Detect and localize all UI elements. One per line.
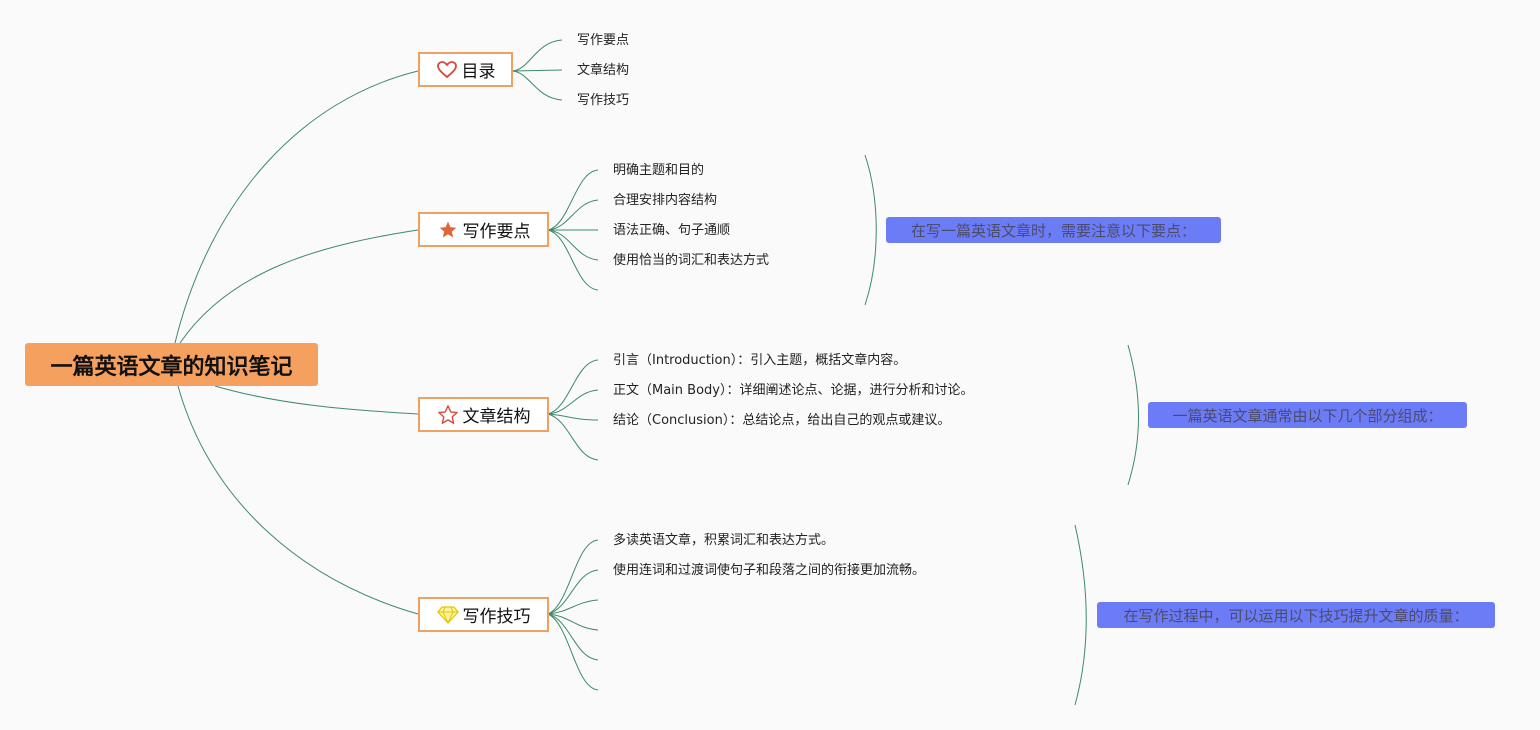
branch-node-toc[interactable]: 目录	[418, 52, 513, 87]
heart-icon	[436, 59, 458, 81]
leaf-b4-2[interactable]: 使用连词和过渡词使句子和段落之间的衔接更加流畅。	[613, 563, 926, 578]
leaf-b3-3[interactable]: 结论（Conclusion）：总结论点，给出自己的观点或建议。	[613, 413, 951, 428]
star-filled-icon	[437, 219, 459, 241]
edge-b2-leaf-4	[547, 229, 599, 261]
leaf-b2-2[interactable]: 合理安排内容结构	[613, 193, 718, 208]
leaf-b4-1[interactable]: 多读英语文章，积累词汇和表达方式。	[613, 533, 835, 548]
edge-b3-leaf-2	[547, 389, 599, 415]
leaf-b2-1[interactable]: 明确主题和目的	[613, 163, 705, 178]
branch-node-key-points[interactable]: 写作要点	[418, 212, 549, 247]
leaf-b2-3[interactable]: 语法正确、句子通顺	[613, 223, 731, 238]
edge-b1-leaf-3	[511, 70, 563, 101]
branch-label: 文章结构	[462, 407, 531, 427]
edge-b4-leaf-2	[547, 569, 599, 615]
branch-label: 写作要点	[462, 222, 531, 242]
summary-note-techniques[interactable]: 在写作过程中，可以运用以下技巧提升文章的质量：	[1097, 602, 1495, 628]
diamond-icon	[436, 604, 459, 626]
branch-label: 目录	[461, 62, 496, 82]
edge-b1-leaf-2	[511, 69, 563, 72]
edge-b4-leaf-1	[547, 539, 599, 615]
summary-note-key-points[interactable]: 在写一篇英语文章时，需要注意以下要点：	[886, 217, 1221, 243]
summary-brace-3	[1127, 344, 1139, 486]
edge-b2-leaf-2	[547, 199, 599, 231]
edge-root-branch-2	[179, 229, 419, 344]
edge-root-branch-1	[174, 70, 419, 344]
edge-root-branch-3	[214, 385, 419, 415]
summary-note-structure[interactable]: 一篇英语文章通常由以下几个部分组成：	[1148, 402, 1467, 428]
leaf-b1-3[interactable]: 写作技巧	[577, 93, 630, 108]
edge-b3-leaf-1	[547, 359, 599, 415]
leaf-b1-2[interactable]: 文章结构	[577, 63, 630, 78]
edge-b3-leaf-4	[547, 413, 599, 461]
branch-node-techniques[interactable]: 写作技巧	[418, 597, 549, 632]
edge-b4-leaf-5	[547, 613, 599, 661]
leaf-b1-1[interactable]: 写作要点	[577, 33, 630, 48]
root-node[interactable]: 一篇英语文章的知识笔记	[25, 343, 318, 386]
star-outline-icon	[437, 404, 459, 426]
edge-root-branch-4	[177, 385, 419, 615]
summary-brace-4	[1074, 524, 1087, 706]
branch-label: 写作技巧	[462, 607, 531, 627]
leaf-b3-1[interactable]: 引言（Introduction）：引入主题，概括文章内容。	[613, 353, 907, 368]
edge-b2-leaf-5	[547, 229, 599, 291]
branch-node-structure[interactable]: 文章结构	[418, 397, 549, 432]
leaf-b2-4[interactable]: 使用恰当的词汇和表达方式	[613, 253, 770, 268]
edge-b4-leaf-4	[547, 613, 599, 631]
edge-b2-leaf-1	[547, 169, 599, 231]
edge-b1-leaf-1	[511, 39, 563, 72]
edge-b4-leaf-3	[547, 599, 599, 615]
edge-b3-leaf-3	[547, 413, 599, 421]
edge-b4-leaf-6	[547, 613, 599, 691]
summary-brace-2	[864, 154, 877, 306]
leaf-b3-2[interactable]: 正文（Main Body）：详细阐述论点、论据，进行分析和讨论。	[613, 383, 974, 398]
